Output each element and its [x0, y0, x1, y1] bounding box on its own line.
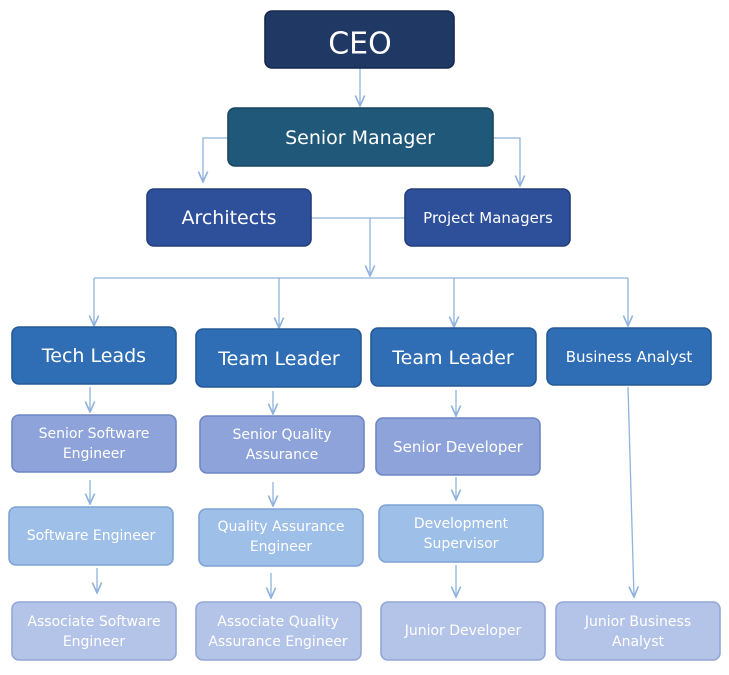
node-tech-leads-label: Tech Leads	[41, 345, 146, 367]
node-senior-quality-assurance-line-1: Senior Quality	[232, 427, 331, 443]
node-ceo-label: CEO	[328, 27, 392, 62]
connector-senior-manager-project-managers	[493, 137, 520, 186]
connector-business-analyst-junior-ba	[627, 386, 634, 597]
node-team-leader-dev-label: Team Leader	[391, 347, 514, 369]
node-junior-business-analyst-line-1: Junior Business	[584, 614, 691, 630]
node-associate-software-engineer-line-1: Associate Software	[27, 614, 160, 630]
node-associate-qa-engineer-line-2: Assurance Engineer	[208, 634, 348, 650]
node-associate-qa-engineer-line-1: Associate Quality	[217, 614, 338, 630]
node-senior-manager-label: Senior Manager	[285, 127, 435, 149]
node-software-engineer: Software Engineer	[8, 506, 174, 566]
node-architects: Architects	[146, 188, 312, 247]
node-junior-business-analyst: Junior Business Analyst	[555, 601, 721, 661]
node-business-analyst-label: Business Analyst	[566, 348, 693, 366]
node-ceo: CEO	[264, 10, 455, 69]
node-senior-quality-assurance-line-2: Assurance	[246, 447, 319, 463]
node-senior-software-engineer-line-2: Engineer	[63, 446, 126, 462]
node-development-supervisor-line-1: Development	[414, 516, 509, 532]
node-software-engineer-label: Software Engineer	[27, 528, 156, 544]
node-team-leader-qa: Team Leader	[195, 328, 362, 388]
node-quality-assurance-engineer-line-2: Engineer	[250, 539, 313, 555]
node-quality-assurance-engineer-line-1: Quality Assurance	[217, 519, 344, 535]
node-junior-developer: Junior Developer	[380, 601, 546, 661]
node-architects-label: Architects	[181, 207, 276, 229]
node-junior-developer-label: Junior Developer	[404, 623, 522, 639]
node-associate-software-engineer: Associate Software Engineer	[11, 601, 177, 661]
node-team-leader-qa-label: Team Leader	[217, 348, 340, 370]
node-associate-software-engineer-line-2: Engineer	[63, 634, 126, 650]
connector-senior-manager-architects	[203, 137, 228, 182]
node-project-managers: Project Managers	[404, 188, 571, 247]
node-project-managers-label: Project Managers	[423, 209, 553, 227]
node-business-analyst: Business Analyst	[546, 327, 712, 386]
node-senior-software-engineer-line-1: Senior Software	[39, 426, 150, 442]
node-senior-quality-assurance: Senior Quality Assurance	[199, 415, 365, 474]
node-development-supervisor-line-2: Supervisor	[424, 536, 499, 552]
node-senior-developer-label: Senior Developer	[393, 438, 524, 456]
node-associate-quality-assurance-engineer: Associate Quality Assurance Engineer	[195, 601, 362, 661]
node-junior-business-analyst-line-2: Analyst	[612, 634, 664, 650]
node-quality-assurance-engineer: Quality Assurance Engineer	[198, 508, 364, 567]
node-tech-leads: Tech Leads	[11, 326, 177, 385]
node-development-supervisor: Development Supervisor	[378, 504, 544, 563]
node-senior-developer: Senior Developer	[375, 417, 541, 476]
node-senior-manager: Senior Manager	[227, 107, 494, 167]
node-senior-software-engineer: Senior Software Engineer	[11, 414, 177, 473]
node-team-leader-dev: Team Leader	[370, 327, 537, 387]
connectors	[90, 68, 634, 598]
